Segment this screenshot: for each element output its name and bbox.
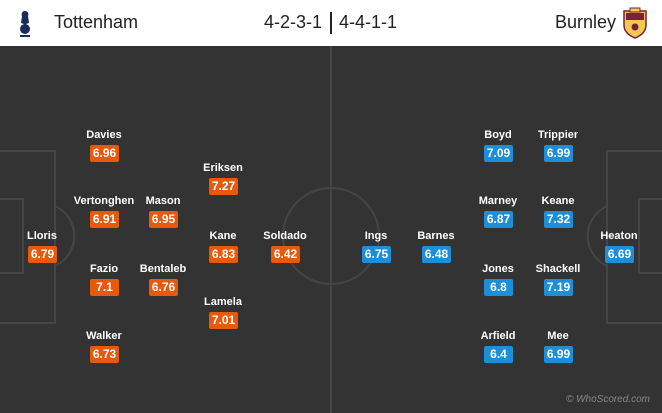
player-rating: 6.99 xyxy=(544,145,573,162)
player-name: Ings xyxy=(364,230,388,242)
player-rating: 6.99 xyxy=(544,346,573,363)
player-rating: 6.91 xyxy=(90,211,119,228)
player-name: Mee xyxy=(547,330,569,342)
player-rating: 6.73 xyxy=(90,346,119,363)
player-lamela[interactable]: Lamela 7.01 xyxy=(183,296,263,340)
player-marney[interactable]: Marney 6.87 xyxy=(458,195,538,239)
player-name: Keane xyxy=(541,195,575,207)
player-name: Kane xyxy=(209,230,237,242)
player-name: Trippier xyxy=(537,129,579,141)
player-rating: 6.76 xyxy=(149,279,178,296)
player-name: Mason xyxy=(145,195,181,207)
player-rating: 6.75 xyxy=(362,246,391,263)
player-rating: 6.83 xyxy=(209,246,238,263)
player-trippier[interactable]: Trippier 6.99 xyxy=(518,129,598,173)
cockerel-crest-icon xyxy=(20,11,30,37)
player-rating: 7.32 xyxy=(544,211,573,228)
burnley-crest-icon xyxy=(623,7,647,39)
player-fazio[interactable]: Fazio 7.1 xyxy=(64,263,144,307)
player-keane[interactable]: Keane 7.32 xyxy=(518,195,598,239)
player-name: Fazio xyxy=(89,263,119,275)
player-rating: 6.95 xyxy=(149,211,178,228)
watermark: © WhoScored.com xyxy=(565,394,650,405)
player-lloris[interactable]: Lloris 6.79 xyxy=(2,230,82,274)
player-rating: 6.87 xyxy=(484,211,513,228)
away-formation: 4-4-1-1 xyxy=(339,12,398,32)
player-rating: 7.27 xyxy=(209,178,238,195)
player-rating: 7.01 xyxy=(209,312,238,329)
player-eriksen[interactable]: Eriksen 7.27 xyxy=(183,162,263,206)
player-name: Eriksen xyxy=(203,162,243,174)
home-formation: 4-2-3-1 xyxy=(264,12,323,32)
player-arfield[interactable]: Arfield 6.4 xyxy=(458,330,538,374)
player-rating: 7.1 xyxy=(90,279,119,296)
player-walker[interactable]: Walker 6.73 xyxy=(64,330,144,374)
player-name: Marney xyxy=(478,195,518,207)
player-shackell[interactable]: Shackell 7.19 xyxy=(518,263,598,307)
player-name: Davies xyxy=(86,129,122,141)
player-name: Lloris xyxy=(27,230,57,242)
player-boyd[interactable]: Boyd 7.09 xyxy=(458,129,538,173)
player-heaton[interactable]: Heaton 6.69 xyxy=(579,230,659,274)
player-soldado[interactable]: Soldado 6.42 xyxy=(245,230,325,274)
player-name: Arfield xyxy=(480,330,516,342)
player-rating: 7.19 xyxy=(544,279,573,296)
player-rating: 6.79 xyxy=(28,246,57,263)
player-rating: 6.8 xyxy=(484,279,513,296)
pitch: Lloris 6.79 Davies 6.96 Vertonghen 6.91 … xyxy=(0,46,662,413)
player-name: Heaton xyxy=(600,230,638,242)
player-rating: 6.42 xyxy=(271,246,300,263)
player-rating: 6.48 xyxy=(422,246,451,263)
player-barnes[interactable]: Barnes 6.48 xyxy=(396,230,476,274)
player-kane[interactable]: Kane 6.83 xyxy=(183,230,263,274)
player-name: Vertonghen xyxy=(73,195,135,207)
player-davies[interactable]: Davies 6.96 xyxy=(64,129,144,173)
player-rating: 6.4 xyxy=(484,346,513,363)
formation-divider xyxy=(330,12,332,34)
player-mason[interactable]: Mason 6.95 xyxy=(123,195,203,239)
player-name: Soldado xyxy=(263,230,307,242)
away-team-name[interactable]: Burnley xyxy=(554,12,616,32)
player-vertonghen[interactable]: Vertonghen 6.91 xyxy=(64,195,144,239)
player-name: Bentaleb xyxy=(139,263,187,275)
player-name: Shackell xyxy=(535,263,581,275)
player-jones[interactable]: Jones 6.8 xyxy=(458,263,538,307)
player-rating: 6.96 xyxy=(90,145,119,162)
player-name: Lamela xyxy=(204,296,242,308)
lineup-header: Tottenham 4-2-3-1 4-4-1-1 Burnley xyxy=(0,0,662,46)
pitch-markings xyxy=(0,46,662,413)
player-mee[interactable]: Mee 6.99 xyxy=(518,330,598,374)
player-rating: 7.09 xyxy=(484,145,513,162)
player-ings[interactable]: Ings 6.75 xyxy=(336,230,416,274)
player-name: Barnes xyxy=(417,230,455,242)
player-name: Jones xyxy=(482,263,514,275)
player-rating: 6.69 xyxy=(605,246,634,263)
home-team-name[interactable]: Tottenham xyxy=(54,12,139,32)
player-bentaleb[interactable]: Bentaleb 6.76 xyxy=(123,263,203,307)
player-name: Walker xyxy=(86,330,122,342)
player-name: Boyd xyxy=(484,129,512,141)
